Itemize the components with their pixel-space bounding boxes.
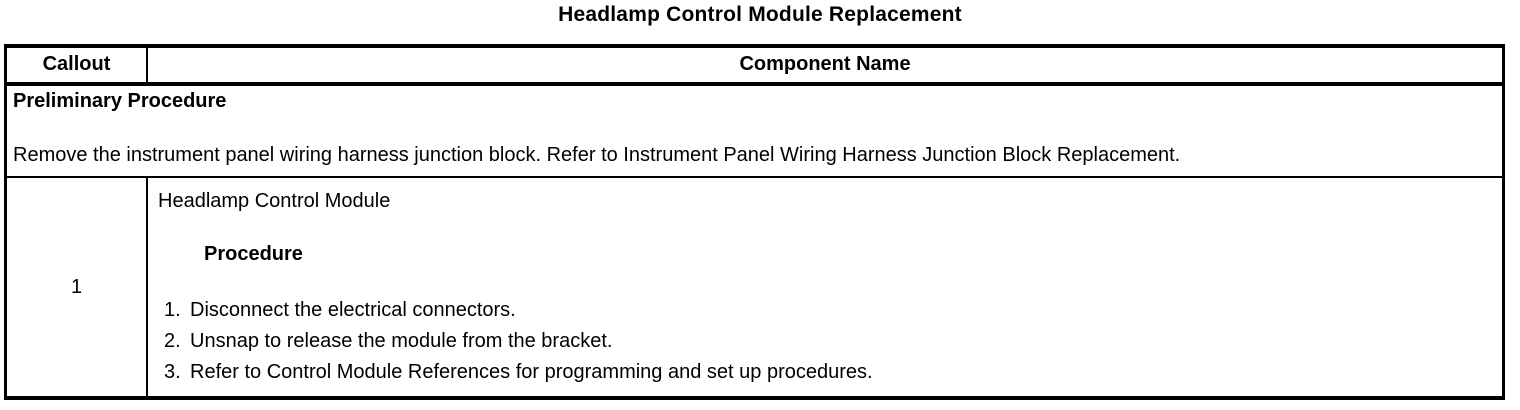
page-title: Headlamp Control Module Replacement [558,3,962,26]
step-number: 2. [164,330,181,352]
callout-row: 1 Headlamp Control Module Procedure 1. D… [7,178,1502,396]
component-cell-content: Headlamp Control Module Procedure 1. Dis… [148,178,1502,396]
step-number: 3. [164,361,181,383]
header-callout-cell: Callout [7,48,148,82]
procedure-step: 2. Unsnap to release the module from the… [158,326,1492,357]
procedure-step: 1. Disconnect the electrical connectors. [158,295,1492,326]
step-number: 1. [164,299,181,321]
table-header-row: Callout Component Name [7,48,1502,86]
procedure-heading: Procedure [204,243,303,265]
header-component-name-cell: Component Name [739,53,911,75]
callout-number-cell: 1 [7,178,148,396]
step-text: Unsnap to release the module from the br… [190,330,613,352]
step-text: Refer to Control Module References for p… [190,361,873,383]
preliminary-procedure-row: Preliminary Procedure Remove the instrum… [7,86,1502,178]
preliminary-procedure-heading: Preliminary Procedure [13,90,227,112]
procedure-steps-list: 1. Disconnect the electrical connectors.… [158,295,1492,388]
component-cell: Headlamp Control Module Procedure 1. Dis… [148,178,1502,396]
component-name: Headlamp Control Module [158,190,391,212]
step-text: Disconnect the electrical connectors. [190,299,516,321]
parts-table: Callout Component Name Preliminary Proce… [4,44,1505,400]
preliminary-procedure-text: Remove the instrument panel wiring harne… [13,144,1181,166]
procedure-step: 3. Refer to Control Module References fo… [158,357,1492,388]
